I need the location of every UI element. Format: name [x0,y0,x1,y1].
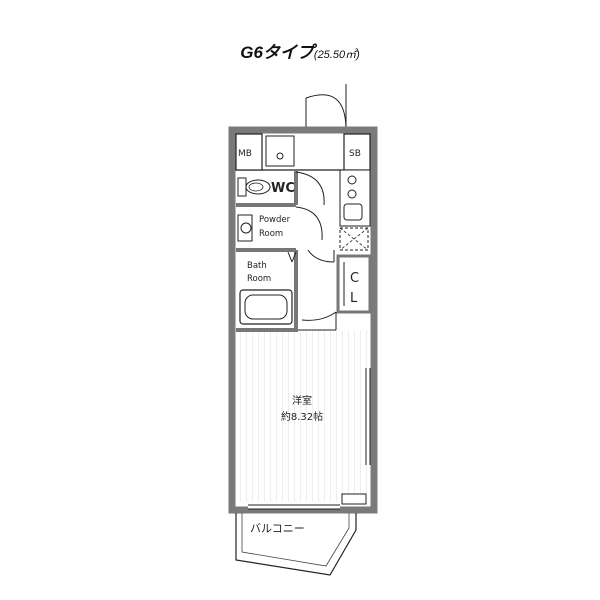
wc-label: WC [271,181,295,196]
wc-door [295,171,325,206]
kitchen-area [339,169,371,251]
room-door [301,311,337,321]
wet-area-walls [236,170,298,332]
plan-type: G6タイプ [240,43,314,62]
western-room-label: 洋室 [292,394,312,407]
balcony-outline [235,513,357,576]
plan-title: G6タイプ(25.50㎡) [0,38,600,63]
powder-room-label-1: Powder [259,215,291,225]
mb-label: MB [238,149,252,159]
side-window [365,368,371,465]
entrance-door [305,84,347,131]
toilet-icon [237,177,271,197]
balcony-window [248,493,367,510]
western-room-floor [238,330,370,502]
powder-room-label-2: Room [259,229,283,239]
sb-label: SB [349,149,361,159]
bath-room-label-1: Bath [247,261,267,271]
hall-door-upper [307,249,335,263]
outer-wall [228,126,378,514]
balcony-label: バルコニー [250,522,305,535]
powder-door [295,206,323,241]
utility-row [235,133,371,171]
western-room-size: 約8.32帖 [281,410,323,423]
closet-label-c: C [350,271,359,286]
closet-label-l: L [350,291,358,306]
bath-room-label-2: Room [247,274,271,284]
plan-area: (25.50㎡) [313,49,360,61]
bathtub-icon [239,289,293,325]
washbasin-icon [237,214,253,242]
closet [336,254,372,314]
bath-door [287,251,297,263]
